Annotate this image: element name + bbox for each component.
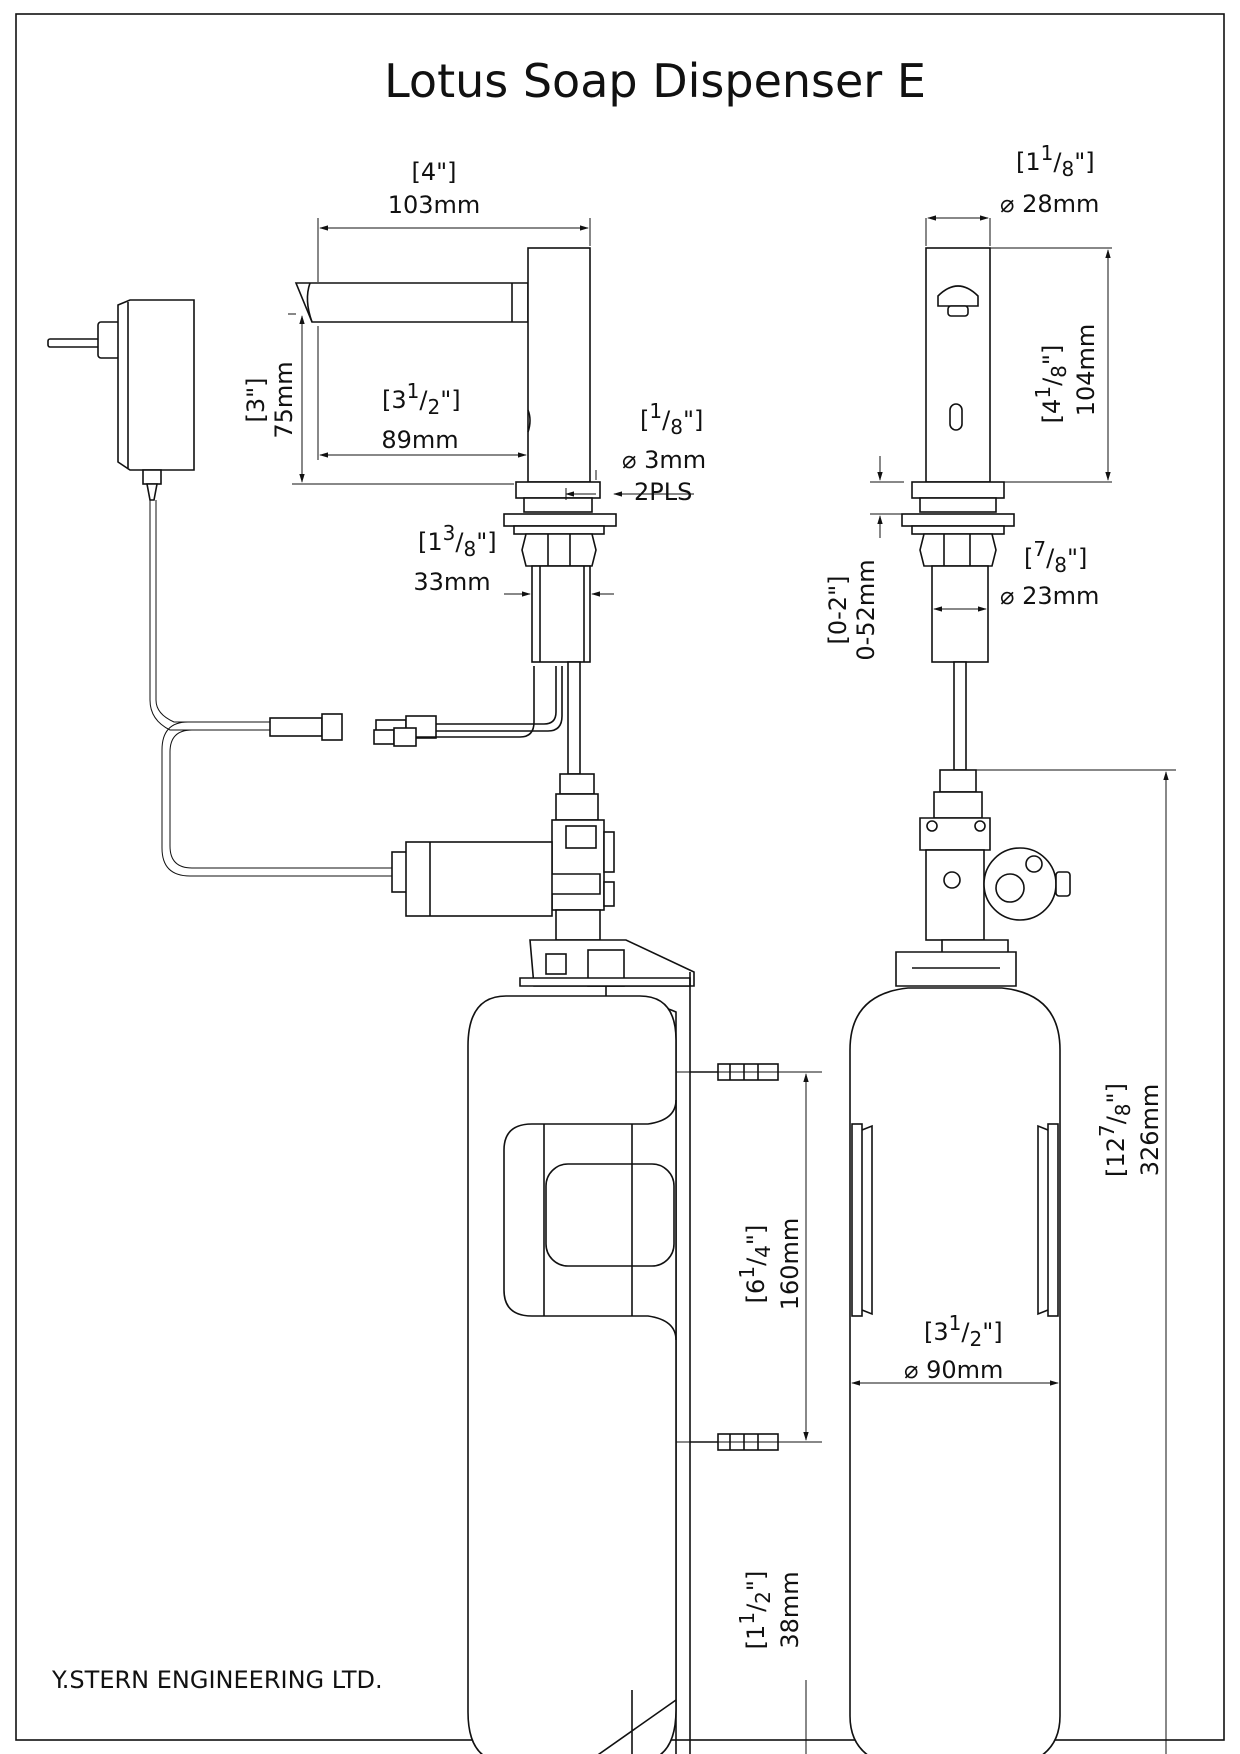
svg-text:33mm: 33mm: [413, 568, 490, 596]
svg-text:[1/8"]: [1/8"]: [640, 399, 703, 439]
dim-total-height: [127/8"] 326mm: [1095, 1083, 1164, 1177]
svg-text:[11/8"]: [11/8"]: [1016, 141, 1095, 181]
signal-connector: [373, 666, 535, 747]
svg-text:⌀ 28mm: ⌀ 28mm: [1000, 190, 1099, 218]
svg-text:[61/4"]: [61/4"]: [735, 1225, 775, 1304]
extension-lines: [288, 218, 1176, 1443]
valve-assembly: [519, 773, 615, 941]
dim-tank-dia: [31/2"] ⌀ 90mm: [904, 1311, 1003, 1384]
svg-text:[31/2"]: [31/2"]: [382, 379, 461, 419]
adapter-connector: [269, 666, 563, 741]
svg-text:38mm: 38mm: [776, 1571, 804, 1648]
faucet-side-view: [294, 247, 617, 775]
svg-text:103mm: 103mm: [388, 191, 481, 219]
dim-pin-dia: [1/8"] ⌀ 3mm 2PLS: [622, 399, 706, 506]
svg-text:75mm: 75mm: [270, 361, 298, 438]
soap-tank-side: [467, 995, 677, 1754]
dim-deck-range: [0-2"] 0-52mm: [824, 559, 880, 660]
dim-body-height: [41/8"] 104mm: [1031, 324, 1100, 424]
dim-base-height: [11/2"] 38mm: [735, 1571, 804, 1650]
svg-text:89mm: 89mm: [381, 426, 458, 454]
dim-shank-dia: [7/8"] ⌀ 23mm: [1000, 537, 1099, 610]
dim-shank-thread: [13/8"] 33mm: [413, 521, 496, 596]
dim-spout-reach: [31/2"] 89mm: [381, 379, 460, 454]
dim-spout-length: [4"] 103mm: [388, 158, 481, 219]
svg-text:160mm: 160mm: [776, 1218, 804, 1311]
faucet-front-view: [901, 247, 1015, 771]
svg-text:[4"]: [4"]: [411, 158, 456, 186]
drawing-title: Lotus Soap Dispenser E: [384, 54, 926, 108]
svg-text:[0-2"]: [0-2"]: [824, 576, 852, 645]
svg-text:0-52mm: 0-52mm: [852, 559, 880, 660]
power-adapter: [47, 299, 270, 731]
valve-front-view: [895, 769, 1071, 987]
svg-text:104mm: 104mm: [1072, 324, 1100, 417]
sensor-cable-module: [161, 721, 553, 917]
dim-spout-height: [3"] 75mm: [242, 361, 298, 438]
soap-tank-front: [849, 987, 1061, 1754]
svg-text:[127/8"]: [127/8"]: [1095, 1083, 1135, 1177]
dim-body-dia: [11/8"] ⌀ 28mm: [1000, 141, 1099, 218]
dimension-arrows: [299, 215, 1169, 1754]
svg-text:[7/8"]: [7/8"]: [1024, 537, 1087, 577]
company-name: Y.STERN ENGINEERING LTD.: [51, 1666, 383, 1694]
svg-text:[11/2"]: [11/2"]: [735, 1571, 775, 1650]
svg-text:⌀ 23mm: ⌀ 23mm: [1000, 582, 1099, 610]
svg-text:2PLS: 2PLS: [634, 478, 692, 506]
svg-text:326mm: 326mm: [1136, 1084, 1164, 1177]
svg-text:[41/8"]: [41/8"]: [1031, 345, 1071, 424]
svg-text:[31/2"]: [31/2"]: [924, 1311, 1003, 1351]
dim-bracket-span: [61/4"] 160mm: [735, 1218, 804, 1311]
svg-text:[3"]: [3"]: [242, 377, 270, 422]
svg-text:⌀ 90mm: ⌀ 90mm: [904, 1356, 1003, 1384]
svg-text:⌀ 3mm: ⌀ 3mm: [622, 446, 706, 474]
svg-text:[13/8"]: [13/8"]: [418, 521, 497, 561]
